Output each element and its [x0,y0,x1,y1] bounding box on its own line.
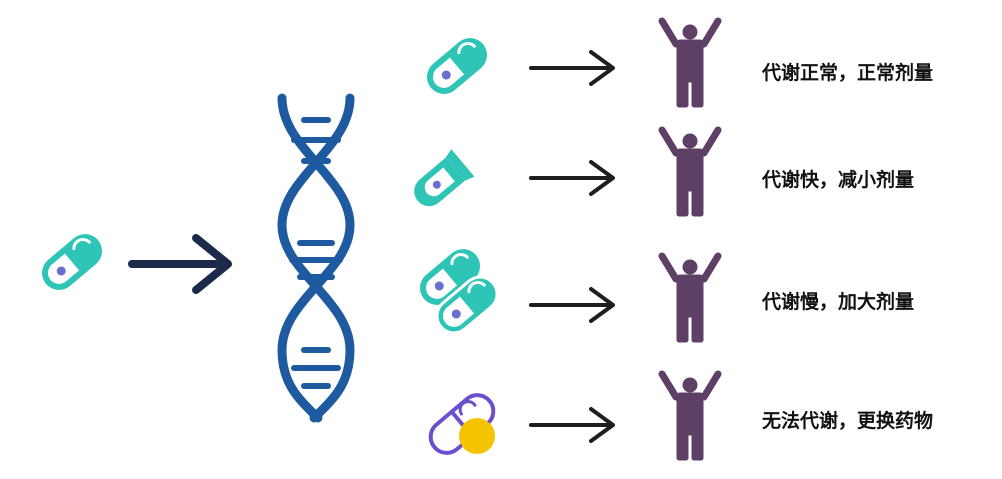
dna-base-pairs [289,117,343,389]
outcome-label-normal: 代谢正常，正常剂量 [762,62,934,84]
outcome-label-slow: 代谢慢，加大剂量 [762,291,915,313]
person-arms-raised-icon [662,256,718,342]
row-arrow [529,407,615,443]
half-capsule-icon [414,149,475,207]
input-capsule-icon [41,234,103,290]
dna-helix-icon [277,93,355,423]
person-arms-raised-icon [662,130,718,216]
outcome-label-fast: 代谢快，减小剂量 [762,169,915,191]
pill-yellow-icon [428,393,496,455]
capsule-icon [426,38,488,94]
outcome-label-none: 无法代谢，更换药物 [762,410,934,432]
row-arrow [529,287,615,323]
row-arrow [529,50,615,86]
main-arrow [128,234,232,294]
row-arrow [529,160,615,196]
person-arms-raised-icon [662,374,718,460]
person-arms-raised-icon [662,21,718,107]
double-capsule-icon [419,249,499,335]
